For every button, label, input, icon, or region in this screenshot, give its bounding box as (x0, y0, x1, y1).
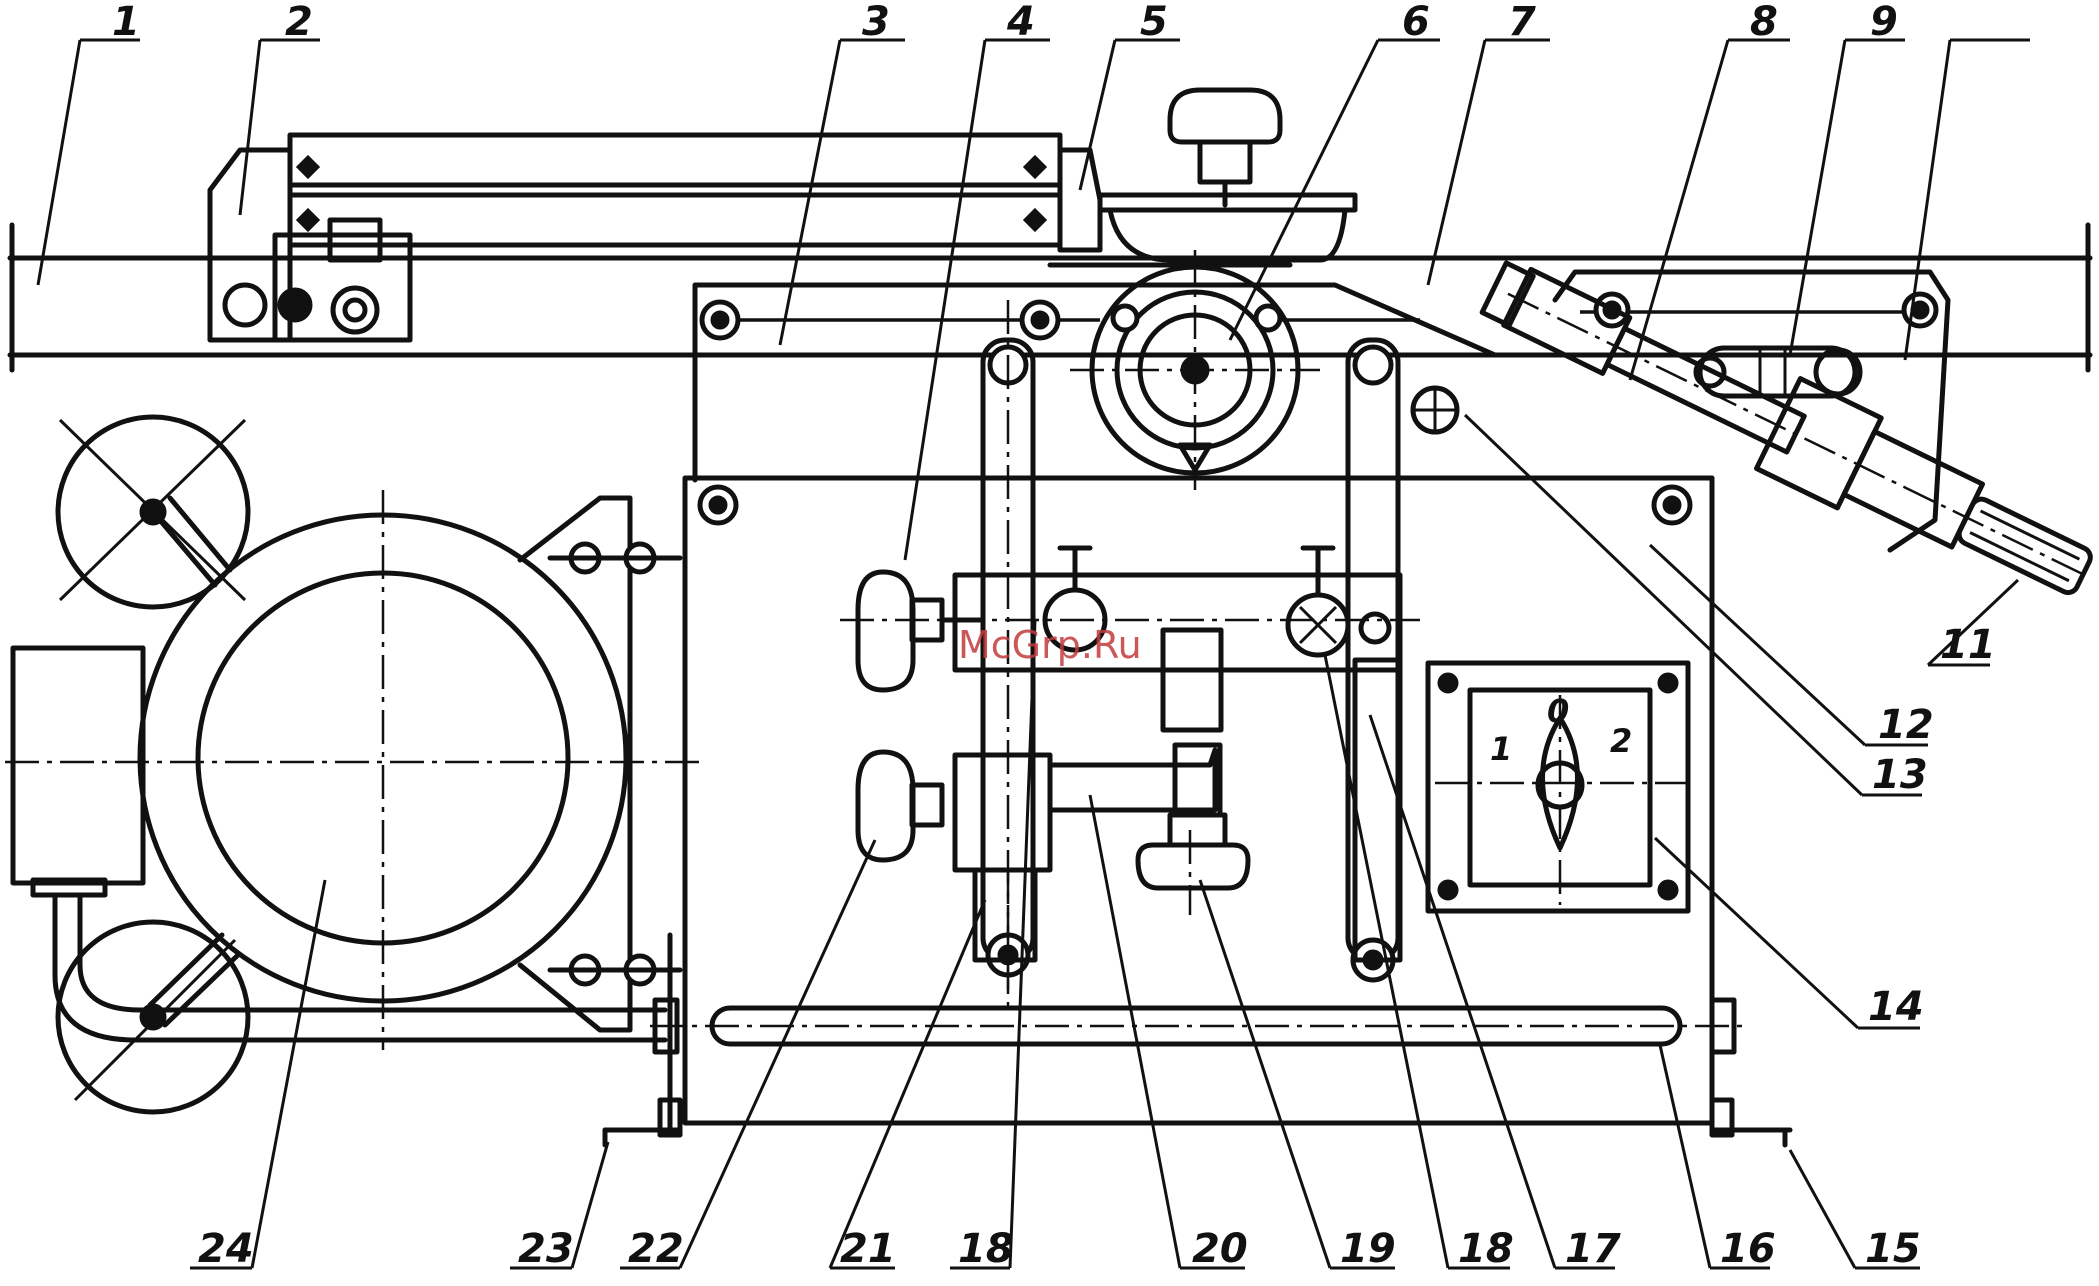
switch-position-2: 2 (1610, 722, 1632, 760)
pressure-knob (1138, 815, 1248, 915)
callout-13: 13 (1872, 752, 1928, 798)
electric-motor (5, 490, 700, 1050)
callout-8: 8 (1750, 0, 1778, 45)
upper-handwheel (58, 417, 248, 607)
callout-21: 21 (840, 1226, 896, 1272)
callout-1: 1 (112, 0, 140, 45)
callout-2: 2 (285, 0, 313, 45)
callout-18-right: 18 (1458, 1226, 1514, 1272)
callout-14: 14 (1868, 984, 1924, 1030)
handle-bar (650, 1000, 1750, 1052)
callout-22: 22 (628, 1226, 684, 1272)
cross-beam (840, 548, 1420, 960)
callout-24: 24 (198, 1226, 254, 1272)
switch-position-1: 1 (1490, 730, 1512, 768)
callout-20: 20 (1192, 1226, 1248, 1272)
welding-torch (1473, 240, 2099, 619)
callout-19: 19 (1340, 1226, 1396, 1272)
lower-handwheel (58, 922, 248, 1112)
lower-adjusting-knob (858, 752, 942, 860)
callout-18-left: 18 (958, 1226, 1014, 1272)
callout-4: 4 (1006, 0, 1035, 45)
callout-9: 9 (1870, 0, 1898, 45)
callout-16: 16 (1720, 1226, 1776, 1272)
torch-roller (1413, 388, 1457, 432)
mode-switch-box: 1 0 2 (1428, 663, 1695, 911)
callout-23: 23 (518, 1226, 574, 1272)
callout-5: 5 (1140, 0, 1168, 45)
callout-6: 6 (1402, 0, 1430, 45)
callout-17: 17 (1565, 1226, 1621, 1272)
callout-3: 3 (862, 0, 890, 45)
callout-15: 15 (1865, 1226, 1921, 1272)
switch-position-0: 0 (1547, 692, 1569, 730)
callout-12: 12 (1878, 702, 1934, 748)
callout-7: 7 (1508, 0, 1536, 45)
watermark: McGrp.Ru (958, 623, 1142, 667)
torch-holder-bracket (1555, 272, 1948, 550)
callout-11: 11 (1940, 622, 1996, 668)
